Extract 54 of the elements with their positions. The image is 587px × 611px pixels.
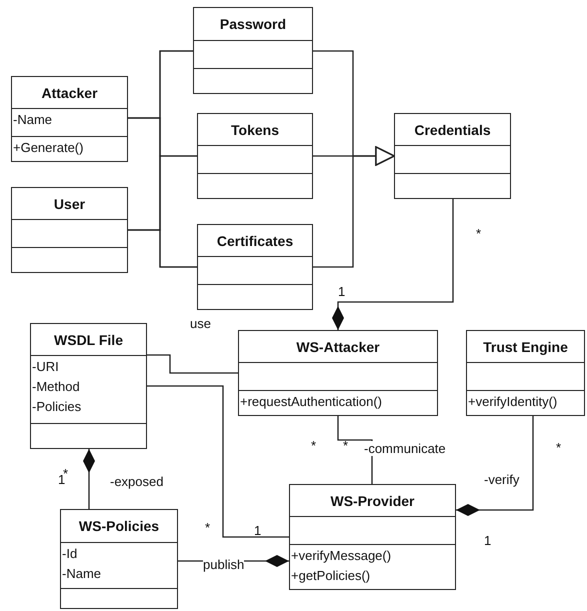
attribute-text: -Policies xyxy=(32,398,82,416)
class-box xyxy=(466,330,585,416)
association-line xyxy=(147,354,238,374)
class-box xyxy=(30,323,147,449)
multiplicity-label: * xyxy=(556,440,562,455)
class-name: Tokens xyxy=(231,122,279,138)
attribute-text: -Name xyxy=(62,565,102,583)
attribute-text: -URI xyxy=(32,358,59,376)
multiplicity-label: * xyxy=(476,226,482,241)
class-box xyxy=(197,224,313,310)
attribute-text: -Name xyxy=(13,111,52,129)
class-name: WS-Policies xyxy=(78,518,160,534)
edge-label: -exposed xyxy=(110,474,164,489)
class-name: WS-Provider xyxy=(330,492,414,508)
multiplicity-label: 1 xyxy=(254,523,262,538)
edge-label: publish xyxy=(203,557,244,572)
class-name: WSDL File xyxy=(54,332,123,348)
class-box xyxy=(394,113,511,199)
method-text: +requestAuthentication() xyxy=(240,393,382,411)
class-box xyxy=(60,509,178,609)
multiplicity-label: 1 xyxy=(338,284,346,299)
class-name: User xyxy=(54,196,86,212)
multiplicity-label: 1 xyxy=(58,472,66,487)
association-line xyxy=(147,385,289,538)
multiplicity-label: * xyxy=(343,438,348,453)
association-line xyxy=(83,449,95,509)
class-name: Trust Engine xyxy=(483,338,568,354)
class-name: Password xyxy=(220,16,286,32)
association-line xyxy=(313,146,395,268)
class-name: Certificates xyxy=(216,232,294,248)
attribute-text: -Method xyxy=(32,378,80,396)
multiplicity-label: * xyxy=(63,466,68,481)
class-box xyxy=(289,484,456,590)
class-box xyxy=(197,113,313,199)
method-text: +getPolicies() xyxy=(291,567,370,585)
multiplicity-label: * xyxy=(205,520,210,535)
multiplicity-label: * xyxy=(311,438,316,453)
method-text: +verifyMessage() xyxy=(291,547,392,565)
class-box xyxy=(193,7,313,94)
association-line xyxy=(456,416,534,516)
class-name: WS-Attacker xyxy=(296,338,380,354)
association-line xyxy=(332,199,454,330)
method-text: +verifyIdentity() xyxy=(468,393,558,411)
class-name: Credentials xyxy=(414,122,491,138)
multiplicity-label: 1 xyxy=(484,533,492,548)
class-box xyxy=(238,330,438,416)
association-line xyxy=(128,229,197,268)
attribute-text: -Id xyxy=(62,545,78,563)
class-name: Attacker xyxy=(41,84,98,100)
class-box xyxy=(11,187,128,273)
edge-label: -communicate xyxy=(364,441,446,456)
method-text: +Generate() xyxy=(13,139,84,157)
class-box xyxy=(11,76,128,162)
edge-label: -verify xyxy=(484,472,520,487)
